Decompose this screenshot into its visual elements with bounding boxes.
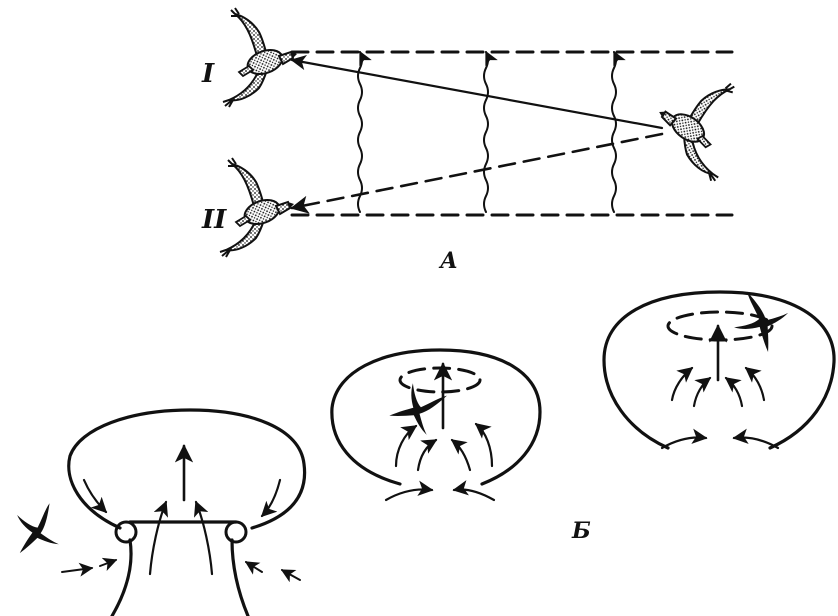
thermal-bubble-1 bbox=[12, 410, 304, 616]
rising-air-arrow-1 bbox=[358, 52, 362, 212]
label-panel-b: Б bbox=[571, 518, 591, 544]
label-level-upper: I bbox=[201, 59, 215, 89]
panel-b: Б bbox=[12, 290, 834, 616]
panel-a: I II А bbox=[201, 8, 743, 274]
bird-gliding-icon bbox=[645, 68, 742, 183]
label-level-lower: II bbox=[201, 205, 227, 235]
bird-soaring-icon bbox=[223, 8, 297, 107]
rising-air-arrow-2 bbox=[484, 52, 488, 212]
thermal-bubble-2 bbox=[332, 350, 540, 500]
bird-soaring-icon bbox=[220, 158, 294, 257]
thermal-bubble-3 bbox=[604, 290, 834, 448]
bird-silhouette-icon bbox=[12, 503, 59, 553]
flight-path-solid bbox=[292, 60, 662, 128]
flight-path-dashed bbox=[292, 134, 662, 208]
rising-air-arrow-3 bbox=[612, 52, 616, 212]
bird-silhouette-icon bbox=[389, 376, 448, 437]
label-panel-a: А bbox=[438, 248, 458, 274]
